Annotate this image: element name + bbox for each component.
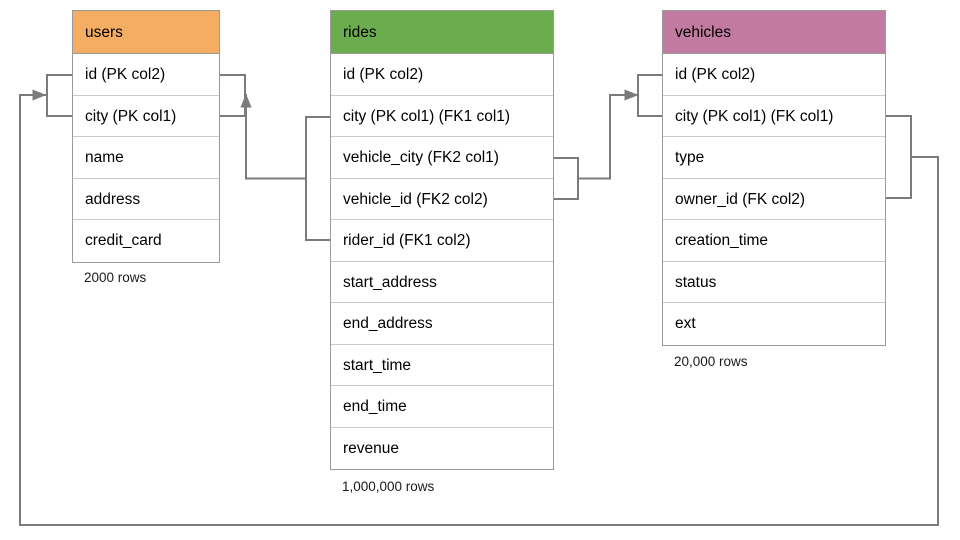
- connector-fk3-vehicles-bracket: [885, 115, 912, 199]
- entity-table-rides[interactable]: rides id (PK col2) city (PK col1) (FK1 c…: [330, 10, 554, 470]
- row-count-vehicles: 20,000 rows: [674, 354, 748, 369]
- entity-field-users-credit-card[interactable]: credit_card: [85, 232, 162, 249]
- entity-header-vehicles: vehicles: [663, 11, 885, 54]
- entity-field-rides-start-address[interactable]: start_address: [331, 262, 553, 303]
- entity-field-rides-end-time[interactable]: end_time: [331, 386, 553, 428]
- entity-field-users-address[interactable]: address: [73, 179, 219, 220]
- entity-table-vehicles[interactable]: vehicles id (PK col2) city (PK col1) (FK…: [662, 10, 886, 346]
- entity-field-rides-vehicle-city[interactable]: vehicle_city (FK2 col1): [331, 137, 553, 179]
- entity-field-rides-start-time[interactable]: start_time: [331, 345, 553, 386]
- entity-table-users[interactable]: users id (PK col2) city (PK col1) name a…: [72, 10, 220, 263]
- entity-field-vehicles-owner-id[interactable]: owner_id (FK col2): [663, 179, 885, 220]
- entity-field-vehicles-id[interactable]: id (PK col2): [663, 54, 885, 96]
- entity-field-rides-city[interactable]: city (PK col1) (FK1 col1): [331, 96, 553, 137]
- entity-header-rides: rides: [331, 11, 553, 54]
- entity-field-rides-vehicle-id[interactable]: vehicle_id (FK2 col2): [331, 179, 553, 220]
- entity-field-rides-id[interactable]: id (PK col2): [331, 54, 553, 96]
- entity-field-vehicles-city[interactable]: city (PK col1) (FK col1): [663, 96, 885, 137]
- entity-field-users-name[interactable]: name: [73, 137, 219, 179]
- entity-field-vehicles-status[interactable]: status: [663, 262, 885, 303]
- row-count-users: 2000 rows: [84, 270, 147, 285]
- connector-fk3-users-bracket: [46, 74, 73, 117]
- connector-fk1-users-bracket: [219, 74, 246, 117]
- connector-fk2-path: [577, 89, 639, 180]
- connector-fk2-rides-bracket: [553, 157, 579, 200]
- entity-field-users-city[interactable]: city (PK col1): [73, 96, 219, 137]
- entity-field-rides-revenue[interactable]: revenue: [343, 439, 400, 457]
- entity-field-vehicles-ext[interactable]: ext: [675, 315, 696, 332]
- row-count-rides: 1,000,000 rows: [342, 479, 435, 494]
- entity-field-vehicles-type[interactable]: type: [663, 137, 885, 179]
- entity-field-rides-end-address[interactable]: end_address: [331, 303, 553, 345]
- connector-fk2-vehicles-bracket: [637, 74, 663, 117]
- entity-field-users-id[interactable]: id (PK col2): [73, 54, 219, 96]
- entity-header-users: users: [73, 11, 219, 54]
- connector-fk1-path: [240, 93, 307, 180]
- connector-fk1-rides-bracket: [305, 116, 331, 241]
- entity-field-rides-rider-id[interactable]: rider_id (FK1 col2): [331, 220, 553, 262]
- entity-field-vehicles-creation-time[interactable]: creation_time: [663, 220, 885, 262]
